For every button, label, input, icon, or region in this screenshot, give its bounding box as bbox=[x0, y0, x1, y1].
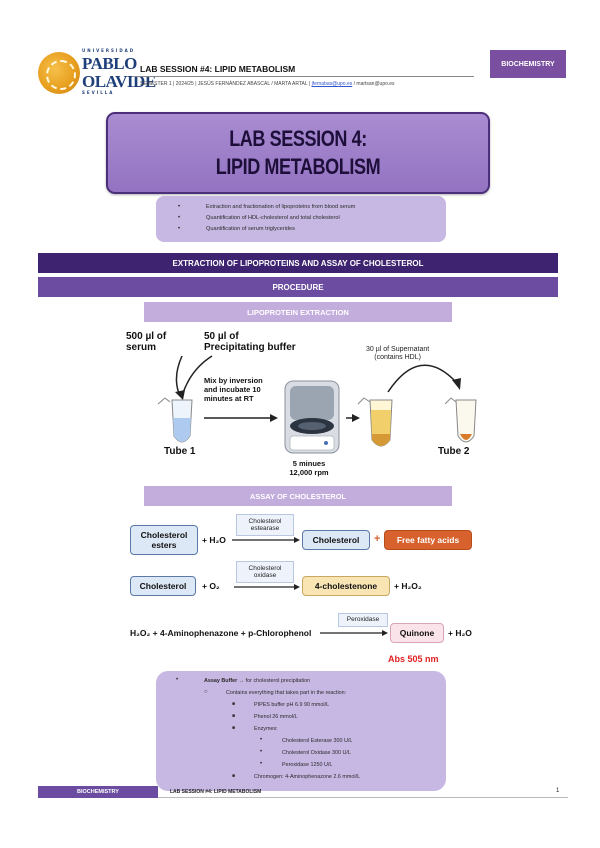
title-box: LAB SESSION 4: LIPID METABOLISM bbox=[106, 112, 490, 194]
logo-pablo-text: PABLO bbox=[82, 54, 137, 73]
header-subtitle: SEMESTER 1 | 2024/25 | JESÚS FERNÁNDEZ A… bbox=[140, 81, 395, 87]
tube-2-icon bbox=[444, 397, 477, 443]
buffer-line-7: Cholesterol Oxidase 300 U/L bbox=[282, 750, 351, 756]
objectives-box: Extraction and fractionation of lipoprot… bbox=[156, 196, 446, 242]
circle-bullet-icon: ○ bbox=[204, 689, 208, 695]
centrifuge-icon bbox=[284, 380, 340, 454]
square-bullet-icon: ■ bbox=[232, 701, 236, 707]
title-line-1: LAB SESSION 4: bbox=[229, 126, 367, 151]
cholestenone-box: 4-cholestenone bbox=[302, 576, 390, 596]
objectives-list: Extraction and fractionation of lipoprot… bbox=[178, 202, 355, 235]
supernatant-label: 30 µl of Supernatant(contains HDL) bbox=[366, 346, 430, 361]
cholesterol-oxidase-label: Cholesterol oxidase bbox=[236, 561, 294, 583]
r1-plus-sign: + bbox=[374, 533, 381, 545]
tube-1-label: Tube 1 bbox=[164, 446, 196, 457]
peroxidase-label: Peroxidase bbox=[338, 613, 388, 627]
logo-top-text: UNIVERSIDAD bbox=[82, 48, 136, 53]
objective-item: Quantification of serum triglycerides bbox=[178, 224, 355, 235]
subsection-lipoprotein-extraction: LIPOPROTEIN EXTRACTION bbox=[144, 302, 452, 322]
university-logo: UNIVERSIDAD PABLO OLAVIDE SEVILLA bbox=[38, 46, 156, 98]
tube-1-icon bbox=[157, 397, 193, 443]
separated-tube-icon bbox=[357, 397, 393, 447]
header-divider bbox=[134, 76, 474, 77]
subsection-assay-cholesterol: ASSAY OF CHOLESTEROL bbox=[144, 486, 452, 506]
header-title: LAB SESSION #4: LIPID METABOLISM bbox=[140, 64, 296, 74]
serum-arrow-icon bbox=[175, 355, 183, 397]
bullet-icon: • bbox=[260, 737, 263, 743]
footer-subject: BIOCHEMISTRY bbox=[38, 786, 158, 798]
cholesterol-esters-box: Cholesterol esters bbox=[130, 525, 198, 555]
buffer-line-2: Contains everything that takes part in t… bbox=[226, 690, 347, 696]
objective-item: Quantification of HDL-cholesterol and to… bbox=[178, 213, 355, 224]
cholesterol-estearase-label: Cholesterol estearase bbox=[236, 514, 294, 536]
buffer-line-6: Cholesterol Esterase 300 U/L bbox=[282, 738, 353, 744]
square-bullet-icon: ■ bbox=[232, 773, 236, 779]
buffer-line-5: Enzymes: bbox=[254, 726, 278, 732]
footer-title: LAB SESSION #4: LIPID METABOLISM bbox=[170, 789, 262, 795]
square-bullet-icon: ■ bbox=[232, 725, 236, 731]
footer-divider bbox=[158, 797, 568, 798]
title-line-2: LIPID METABOLISM bbox=[215, 154, 381, 179]
extraction-diagram bbox=[157, 355, 477, 454]
page-number: 1 bbox=[556, 788, 560, 794]
r3-h2o: + H₂O bbox=[448, 628, 472, 638]
bullet-icon: • bbox=[260, 761, 263, 767]
r3-reactants: H₂O₂ + 4-Aminophenazone + p-Chlorophenol bbox=[130, 628, 312, 638]
header-subtitle-meta: SEMESTER 1 | 2024/25 | JESÚS FERNÁNDEZ A… bbox=[140, 81, 312, 87]
objective-item: Extraction and fractionation of lipoprot… bbox=[178, 202, 355, 213]
email-link[interactable]: jfernabas@upo.es bbox=[311, 81, 353, 87]
buffer-line-3: PIPES buffer pH 6.9 90 mmol/L bbox=[254, 702, 330, 708]
r2-cholesterol-box: Cholesterol bbox=[130, 576, 196, 596]
free-fatty-acids-box: Free fatty acids bbox=[384, 530, 472, 550]
buffer-line-4: Phenol 26 mmol/L bbox=[254, 714, 298, 720]
tube-2-label: Tube 2 bbox=[438, 446, 470, 457]
quinone-box: Quinone bbox=[390, 623, 444, 643]
sun-emblem-icon bbox=[38, 52, 80, 94]
square-bullet-icon: ■ bbox=[232, 713, 236, 719]
subject-badge: BIOCHEMISTRY bbox=[490, 50, 566, 78]
transfer-arrow-icon bbox=[387, 364, 457, 393]
buffer-line-9: Chromogen: 4-Aminophenazone 2.6 mmol/L bbox=[254, 774, 361, 780]
r1-cholesterol-box: Cholesterol bbox=[302, 530, 370, 550]
buffer-line-8: Peroxidase 1250 U/L bbox=[282, 762, 333, 768]
section-heading-main: EXTRACTION OF LIPOPROTEINS AND ASSAY OF … bbox=[38, 253, 558, 273]
r2-h2o2: + H₂O₂ bbox=[394, 581, 422, 591]
buffer-arrow-icon bbox=[181, 355, 213, 397]
header-subtitle-email2: / martsan@upo.es bbox=[352, 81, 395, 87]
r1-h2o: + H₂O bbox=[202, 535, 226, 545]
bullet-icon: • bbox=[176, 677, 179, 683]
buffer-line-1: Assay Buffer → for cholesterol precipita… bbox=[204, 678, 311, 684]
r2-o2: + O₂ bbox=[202, 581, 220, 591]
absorbance-label: Abs 505 nm bbox=[388, 654, 439, 664]
logo-bottom-text: SEVILLA bbox=[82, 90, 115, 95]
bullet-icon: • bbox=[260, 749, 263, 755]
assay-buffer-box: • Assay Buffer → for cholesterol precipi… bbox=[156, 671, 446, 791]
section-heading-procedure: PROCEDURE bbox=[38, 277, 558, 297]
